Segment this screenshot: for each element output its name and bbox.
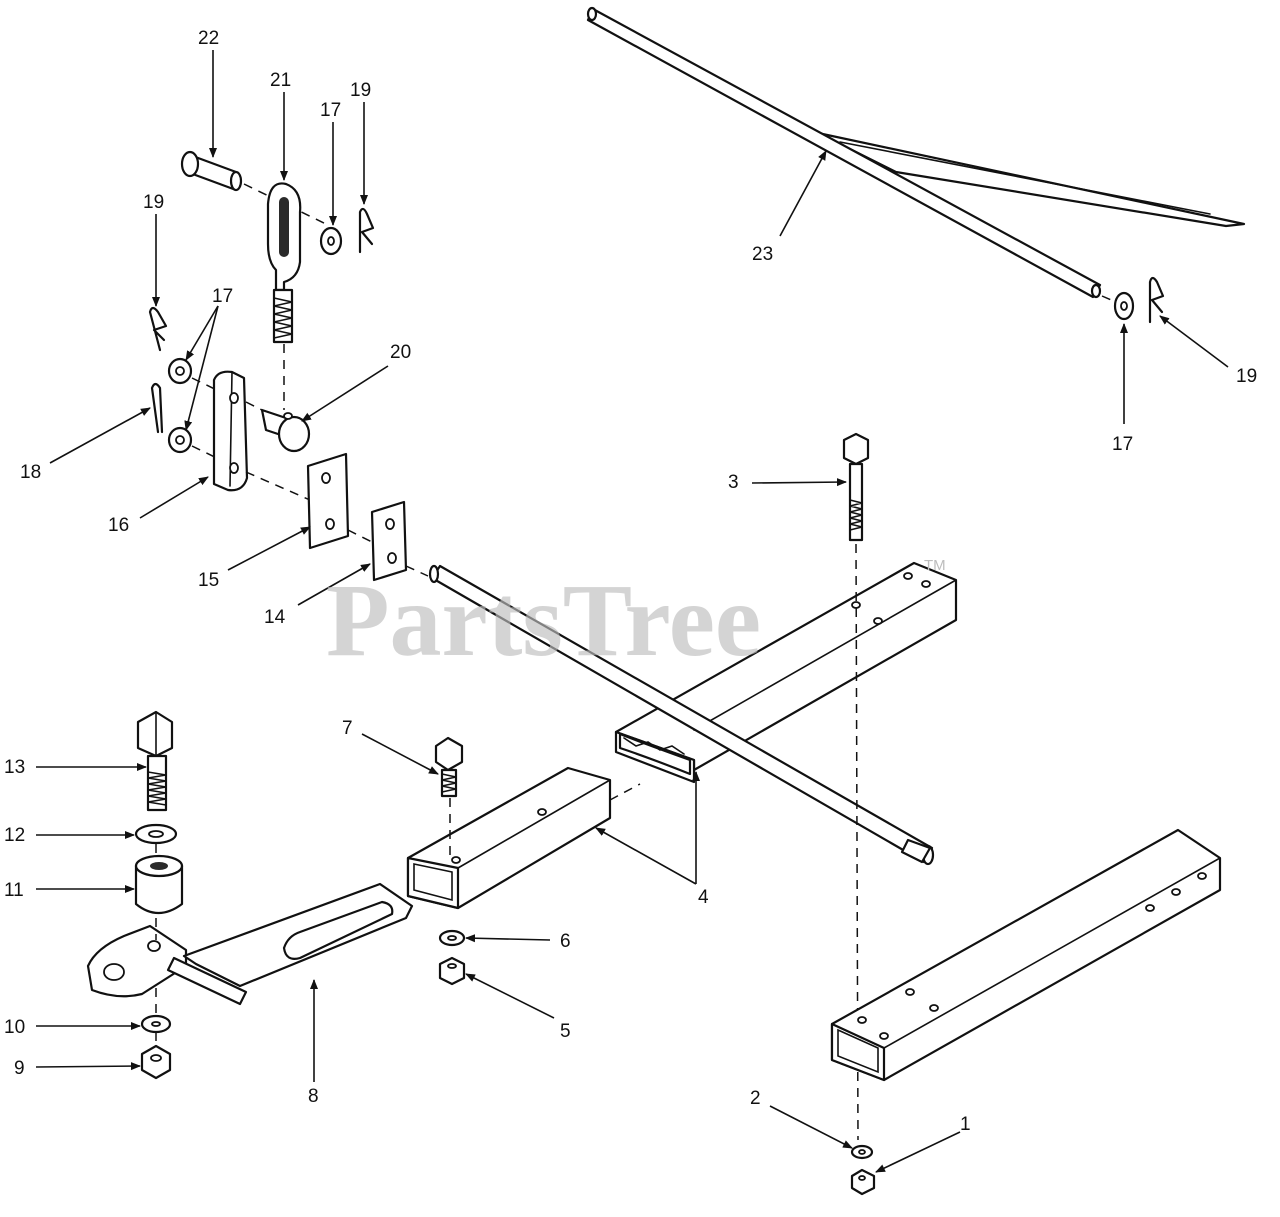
part-5-nut [438, 956, 466, 986]
hair-pin-19-left [148, 306, 168, 352]
leader-lines [35, 50, 1229, 1173]
callout-8: 8 [308, 1086, 319, 1107]
callout-16: 16 [108, 515, 129, 536]
part-2-washer [850, 1144, 874, 1160]
callout-9: 9 [14, 1058, 25, 1079]
part-13-hex-bolt [136, 710, 174, 812]
part-21-eye-bolt [266, 182, 302, 410]
callout-20: 20 [390, 342, 411, 363]
part-4-frame-tube-lower [830, 828, 1222, 1082]
part-20-swivel [260, 408, 311, 453]
hair-pin-19-right [1148, 276, 1165, 324]
callout-10: 10 [4, 1017, 25, 1038]
part-4-shaft [428, 564, 935, 866]
callout-6: 6 [560, 931, 571, 952]
cotter-pin-18 [150, 382, 164, 434]
part-1-nut [850, 1168, 876, 1196]
part-23-rod-and-deflector [586, 6, 1246, 304]
callout-1: 1 [960, 1114, 971, 1135]
washer-17-top [319, 226, 343, 256]
watermark-text: PartsTree [326, 563, 761, 678]
callout-17-top: 17 [320, 100, 341, 121]
callout-7: 7 [342, 718, 353, 739]
watermark: PartsTree TM [326, 557, 946, 678]
hair-pin-19-top [358, 207, 375, 254]
callout-2: 2 [750, 1088, 761, 1109]
part-8-arm-bracket [86, 882, 414, 1006]
callout-3: 3 [728, 472, 739, 493]
part-15-plate [306, 452, 350, 550]
callout-11: 11 [4, 880, 24, 901]
callout-23: 23 [752, 244, 773, 265]
watermark-trademark: TM [924, 557, 946, 574]
callout-19-right: 19 [1236, 366, 1257, 387]
callout-12: 12 [4, 825, 25, 846]
washer-17-left-lower [167, 426, 193, 454]
part-14-plate [370, 500, 408, 582]
callout-17-right: 17 [1112, 434, 1133, 455]
part-16-link-bar [212, 370, 249, 492]
callout-18: 18 [20, 462, 41, 483]
part-4-short-tube [406, 766, 641, 910]
callout-19-top: 19 [350, 80, 371, 101]
callout-15: 15 [198, 570, 219, 591]
callout-13: 13 [4, 757, 25, 778]
part-7-bolt [434, 736, 464, 856]
part-12-washer [134, 823, 178, 845]
callout-14: 14 [264, 607, 286, 628]
part-11-spacer [134, 854, 184, 915]
part-6-washer [438, 929, 466, 947]
callout-5: 5 [560, 1021, 571, 1042]
callout-19-left: 19 [143, 192, 164, 213]
part-9-nut [140, 1044, 172, 1080]
part-10-washer [140, 1014, 172, 1034]
callout-22: 22 [198, 28, 219, 49]
washer-17-left-upper [167, 357, 193, 385]
callout-labels: 22 21 17 19 19 17 20 18 16 15 14 23 19 1… [4, 28, 1257, 1135]
callout-17-left: 17 [212, 286, 233, 307]
callout-4: 4 [698, 887, 709, 908]
part-22-clevis-pin [180, 150, 331, 227]
washer-17-right [1113, 291, 1135, 321]
callout-21: 21 [270, 70, 291, 91]
